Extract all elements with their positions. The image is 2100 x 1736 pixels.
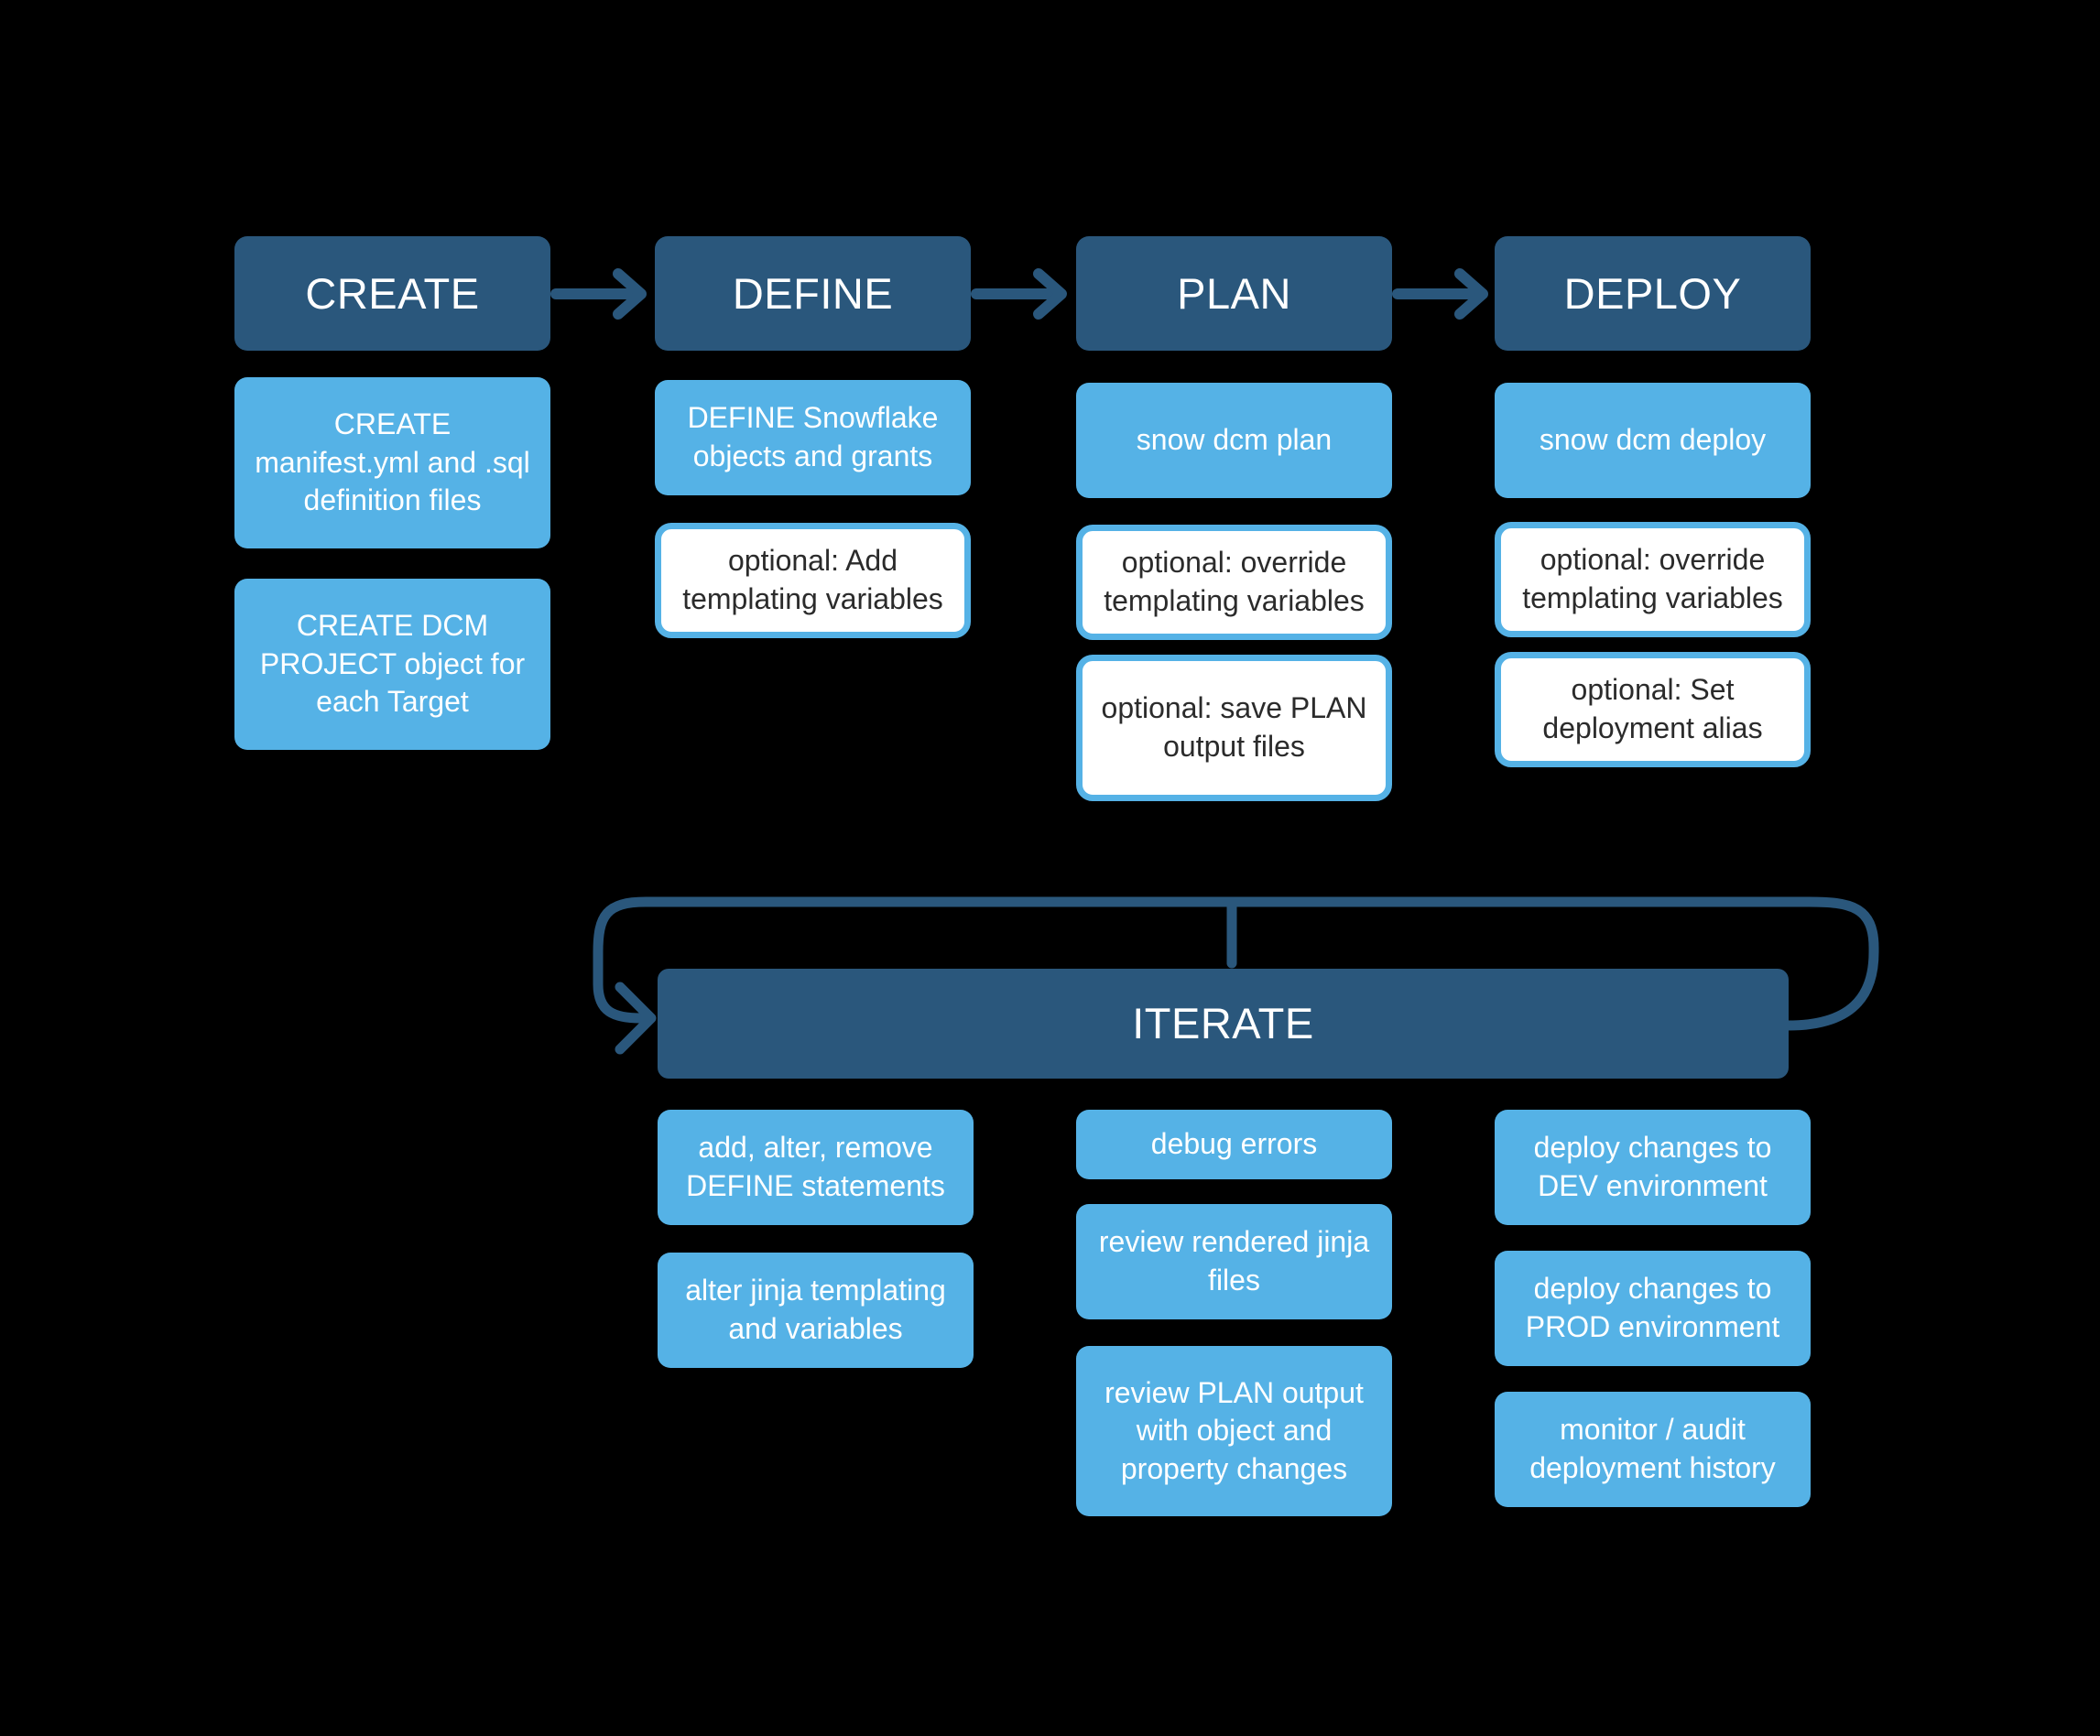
deploy-item-snow-dcm-deploy[interactable]: snow dcm deploy bbox=[1495, 383, 1811, 498]
iterate-define-item-jinja-label: alter jinja templating and variables bbox=[685, 1274, 946, 1345]
deploy-item-optional-alias-label: optional: Set deployment alias bbox=[1542, 673, 1763, 744]
plan-item-optional-override-label: optional: override templating variables bbox=[1104, 546, 1365, 617]
iterate-define-item-jinja[interactable]: alter jinja templating and variables bbox=[658, 1253, 974, 1368]
iterate-deploy-item-prod-label: deploy changes to PROD environment bbox=[1525, 1272, 1780, 1343]
stage-header-create[interactable]: CREATE bbox=[234, 236, 550, 351]
iterate-deploy-item-monitor-label: monitor / audit deployment history bbox=[1529, 1413, 1776, 1484]
plan-item-snow-dcm-plan-label: snow dcm plan bbox=[1136, 423, 1333, 457]
iterate-plan-item-debug[interactable]: debug errors bbox=[1076, 1110, 1392, 1179]
iterate-define-item-statements[interactable]: add, alter, remove DEFINE statements bbox=[658, 1110, 974, 1225]
define-item-objects-grants[interactable]: DEFINE Snowflake objects and grants bbox=[655, 380, 971, 495]
iterate-plan-item-review-output-label: review PLAN output with object and prope… bbox=[1104, 1375, 1364, 1485]
plan-item-optional-save-output-label: optional: save PLAN output files bbox=[1101, 691, 1367, 763]
stage-header-define-label: DEFINE bbox=[732, 268, 894, 318]
iterate-plan-item-review-jinja[interactable]: review rendered jinja files bbox=[1076, 1204, 1392, 1319]
stage-header-iterate[interactable]: ITERATE bbox=[658, 969, 1789, 1079]
iterate-define-item-statements-label: add, alter, remove DEFINE statements bbox=[686, 1131, 945, 1202]
create-item-project-object-label: CREATE DCM PROJECT object for each Targe… bbox=[259, 609, 526, 719]
iterate-plan-item-review-jinja-label: review rendered jinja files bbox=[1098, 1225, 1370, 1297]
arrow-create-to-define bbox=[550, 268, 647, 320]
define-item-optional-templating-label: optional: Add templating variables bbox=[682, 544, 943, 615]
deploy-item-optional-override-label: optional: override templating variables bbox=[1522, 543, 1783, 614]
iterate-deploy-item-monitor[interactable]: monitor / audit deployment history bbox=[1495, 1392, 1811, 1507]
create-item-project-object[interactable]: CREATE DCM PROJECT object for each Targe… bbox=[234, 579, 550, 750]
iterate-deploy-item-prod[interactable]: deploy changes to PROD environment bbox=[1495, 1251, 1811, 1366]
iterate-plan-item-debug-label: debug errors bbox=[1150, 1127, 1318, 1161]
deploy-item-optional-override[interactable]: optional: override templating variables bbox=[1495, 522, 1811, 637]
stage-header-iterate-label: ITERATE bbox=[1132, 999, 1314, 1048]
create-item-manifest[interactable]: CREATE manifest.yml and .sql definition … bbox=[234, 377, 550, 548]
deploy-item-snow-dcm-deploy-label: snow dcm deploy bbox=[1539, 423, 1767, 457]
iterate-plan-item-review-output[interactable]: review PLAN output with object and prope… bbox=[1076, 1346, 1392, 1516]
arrow-define-to-plan bbox=[971, 268, 1067, 320]
iterate-deploy-item-dev-label: deploy changes to DEV environment bbox=[1533, 1131, 1772, 1202]
create-item-manifest-label: CREATE manifest.yml and .sql definition … bbox=[255, 407, 530, 517]
stage-header-plan-label: PLAN bbox=[1177, 268, 1291, 318]
stage-header-deploy-label: DEPLOY bbox=[1563, 268, 1742, 318]
stage-header-deploy[interactable]: DEPLOY bbox=[1495, 236, 1811, 351]
stage-header-create-label: CREATE bbox=[305, 268, 480, 318]
arrow-plan-to-deploy bbox=[1392, 268, 1488, 320]
deploy-item-optional-alias[interactable]: optional: Set deployment alias bbox=[1495, 652, 1811, 767]
define-item-objects-grants-label: DEFINE Snowflake objects and grants bbox=[687, 401, 939, 472]
define-item-optional-templating[interactable]: optional: Add templating variables bbox=[655, 523, 971, 638]
stage-header-plan[interactable]: PLAN bbox=[1076, 236, 1392, 351]
plan-item-optional-save-output[interactable]: optional: save PLAN output files bbox=[1076, 655, 1392, 801]
plan-item-snow-dcm-plan[interactable]: snow dcm plan bbox=[1076, 383, 1392, 498]
plan-item-optional-override[interactable]: optional: override templating variables bbox=[1076, 525, 1392, 640]
stage-header-define[interactable]: DEFINE bbox=[655, 236, 971, 351]
iterate-deploy-item-dev[interactable]: deploy changes to DEV environment bbox=[1495, 1110, 1811, 1225]
